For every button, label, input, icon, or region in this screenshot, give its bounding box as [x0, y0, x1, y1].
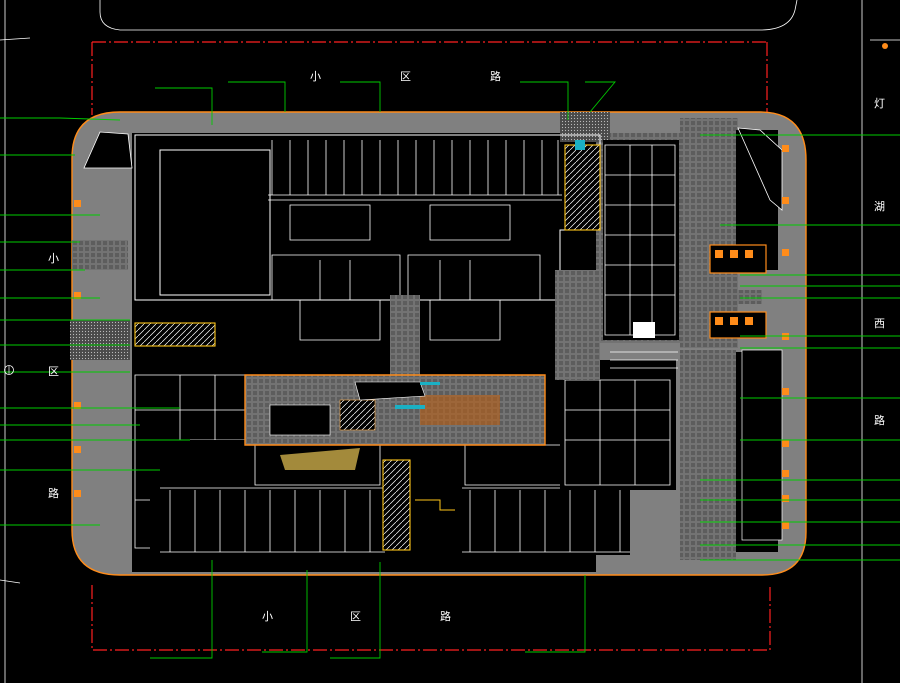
garage-ramps: [134, 140, 601, 551]
road-char: 路: [874, 414, 885, 427]
road-char: 区: [48, 365, 59, 378]
road-name-top: 小 区 路: [310, 70, 501, 83]
road-char: 路: [440, 610, 451, 623]
road-char: 区: [350, 610, 361, 623]
site-boundary: [91, 41, 771, 651]
annotation-leaders: [0, 81, 900, 659]
road-name-right: 灯 湖 西 路: [874, 97, 885, 427]
entry-marker: [4, 43, 888, 375]
road-name-bottom: 小 区 路: [262, 610, 451, 623]
road-char: 小: [48, 252, 59, 265]
building-southeast: [560, 351, 678, 490]
building-south: [150, 440, 630, 555]
road-char: 路: [490, 70, 501, 83]
road-char: 西: [874, 317, 885, 330]
building-east: [603, 140, 679, 340]
entrance-pads: [70, 112, 610, 360]
tree-pits: [74, 145, 789, 529]
road-char: 小: [262, 610, 273, 623]
road-char: 区: [400, 70, 411, 83]
road-name-left: 小 区 路: [48, 252, 59, 500]
road-char: 灯: [874, 97, 885, 110]
central-courtyard: [244, 270, 600, 470]
road-char: 湖: [874, 200, 885, 213]
corner-planters: [83, 127, 783, 541]
road-char: 路: [48, 487, 59, 500]
building-north: [134, 134, 601, 341]
road-char: 小: [310, 70, 321, 83]
east-plaza-features: [709, 244, 767, 339]
